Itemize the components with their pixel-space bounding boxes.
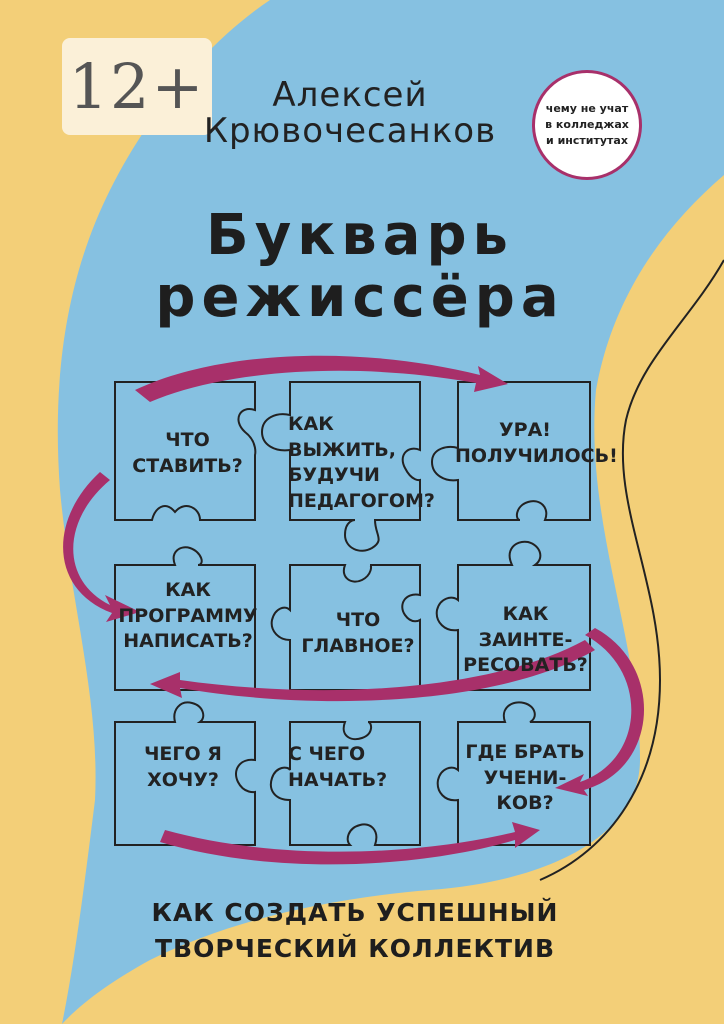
author-last-name: Крювочесанков xyxy=(203,110,497,151)
promo-badge-line: и институтах xyxy=(546,133,628,147)
arrow-right xyxy=(555,628,645,796)
arrow-middle xyxy=(150,640,595,702)
arrow-top xyxy=(135,355,508,402)
title-line-2: режиссёра xyxy=(155,264,565,330)
puzzle-text-5: ЧТО ГЛАВНОЕ? xyxy=(301,609,415,657)
subtitle-line-2: ТВОРЧЕСКИЙ КОЛЛЕКТИВ xyxy=(154,934,556,964)
puzzle-text-7: ЧЕГО Я ХОЧУ? xyxy=(144,743,222,791)
title-line-1: Букварь xyxy=(206,203,514,268)
puzzle-piece-1 xyxy=(114,381,257,521)
puzzle-piece-8 xyxy=(270,721,421,846)
blue-bubble-shape xyxy=(57,0,724,1024)
puzzle-text-8: С ЧЕГО НАЧАТЬ? xyxy=(288,743,388,791)
book-subtitle: КАК СОЗДАТЬ УСПЕШНЫЙ ТВОРЧЕСКИЙ КОЛЛЕКТИ… xyxy=(120,895,590,968)
puzzle-text-3: УРА! ПОЛУЧИЛОСЬ! xyxy=(455,419,618,467)
puzzle-piece-7 xyxy=(114,701,256,846)
puzzle-text-4: КАК ПРОГРАММУ НАПИСАТЬ? xyxy=(118,579,258,653)
book-title: Букварь режиссёра xyxy=(130,205,590,328)
arrow-bottom xyxy=(160,822,540,865)
puzzle-text-9: ГДЕ БРАТЬ УЧЕНИ- КОВ? xyxy=(465,741,585,815)
promo-badge-line: чему не учат xyxy=(545,102,629,116)
puzzle-piece-9 xyxy=(436,701,591,846)
puzzle-piece-2 xyxy=(260,381,421,552)
puzzle-piece-6 xyxy=(435,540,591,691)
age-rating-badge: 12+ xyxy=(62,38,212,135)
author-name: Алексей Крювочесанков xyxy=(190,75,510,151)
puzzle-text-2: КАК ВЫЖИТЬ, БУДУЧИ ПЕДАГОГОМ? xyxy=(288,413,435,512)
subtitle-line-1: КАК СОЗДАТЬ УСПЕШНЫЙ xyxy=(151,898,559,927)
author-first-name: Алексей xyxy=(272,75,428,115)
arrows xyxy=(63,355,645,865)
puzzle-piece-5 xyxy=(270,564,421,691)
puzzle-piece-3 xyxy=(430,381,591,521)
puzzle-text-1: ЧТО СТАВИТЬ? xyxy=(132,429,243,477)
puzzle-text-6: КАК ЗАИНТЕ- РЕСОВАТЬ? xyxy=(463,603,588,677)
promo-badge: чему не учат в колледжах и институтах xyxy=(532,70,642,180)
puzzle-grid xyxy=(114,381,591,846)
arrow-left xyxy=(63,472,141,622)
puzzle-piece-4 xyxy=(114,546,256,691)
decorative-curve xyxy=(539,259,724,881)
promo-badge-line: в колледжах xyxy=(545,118,629,132)
